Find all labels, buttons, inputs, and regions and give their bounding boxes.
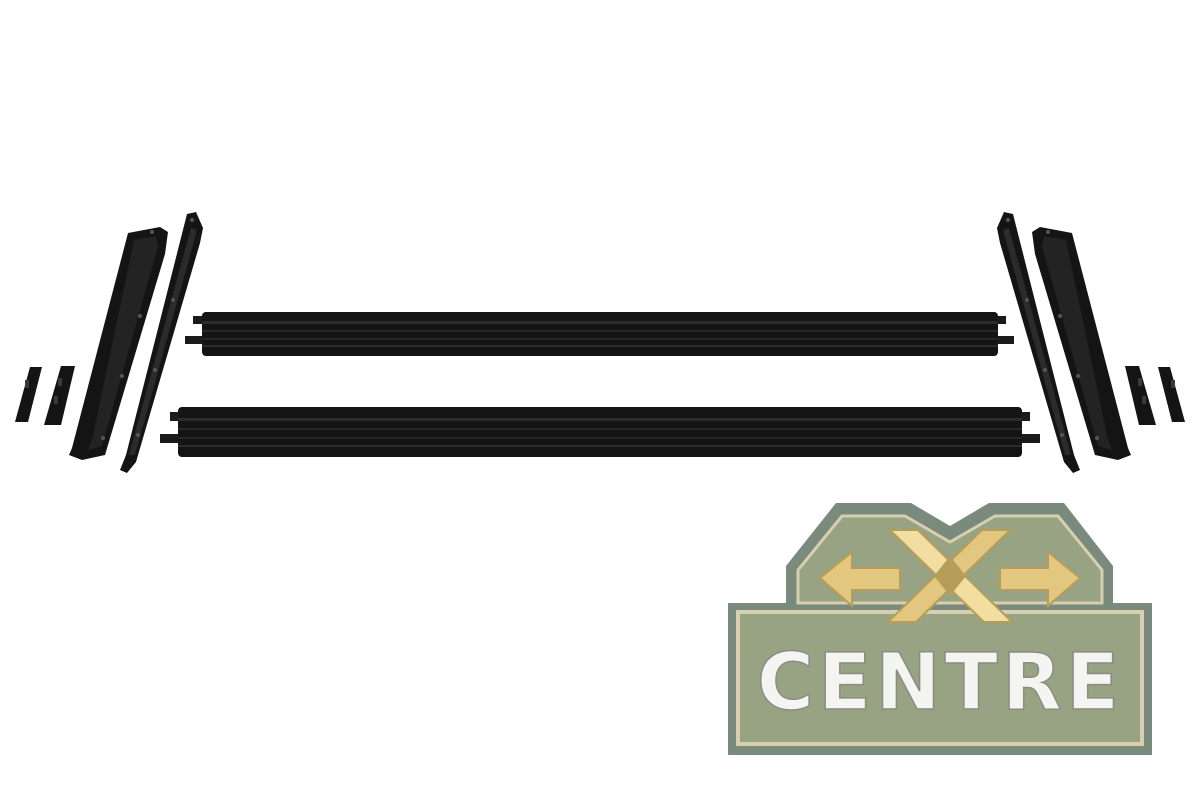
logo-panel xyxy=(736,610,1144,746)
right-long-bracket-outer xyxy=(1032,227,1131,460)
right-long-bracket-inner xyxy=(997,212,1080,473)
left-small-bracket-inner xyxy=(44,366,75,425)
logo-wordmark: CENTRE xyxy=(757,638,1123,728)
left-long-bracket-outer xyxy=(69,227,168,460)
left-long-bracket-inner xyxy=(120,212,203,473)
logo-emblem-icon xyxy=(818,529,1082,623)
brand-logo: CENTRE xyxy=(728,503,1152,755)
rail-upper xyxy=(185,312,1014,356)
right-small-bracket-inner xyxy=(1125,366,1156,425)
left-small-bracket-outer xyxy=(15,367,42,422)
rail-lower xyxy=(160,407,1040,457)
right-small-bracket-outer xyxy=(1158,367,1185,422)
